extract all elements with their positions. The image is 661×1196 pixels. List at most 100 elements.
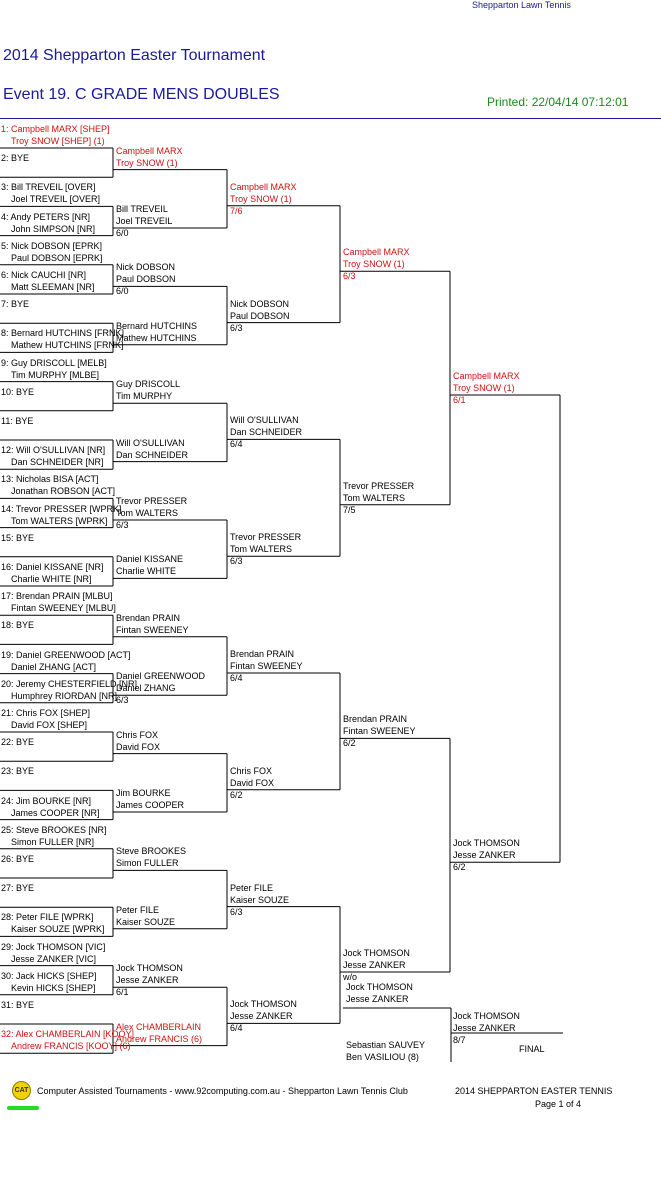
draw-entry-name: 31: BYE (1, 1000, 35, 1010)
printed-timestamp: Printed: 22/04/14 07:12:01 (487, 95, 629, 109)
draw-entry-name: 32: Alex CHAMBERLAIN [KOOY] (1, 1029, 135, 1040)
match-score: 6/3 (116, 520, 129, 530)
champion-name: Jock THOMSON (453, 1011, 520, 1021)
draw-entry-partner: Fintan SWEENEY [MLBU] (11, 603, 116, 614)
winner-partner: James COOPER (116, 800, 185, 810)
draw-entry-name: 5: Nick DOBSON [EPRK] (1, 240, 103, 251)
winner-partner: Kaiser SOUZE (230, 894, 290, 905)
winner-name: Bill TREVEIL (116, 204, 168, 214)
winner-name: Daniel KISSANE (116, 554, 184, 565)
winner-name: Will O'SULLIVAN (230, 415, 299, 426)
draw-entry-partner: James COOPER [NR] (11, 807, 100, 818)
tournament-title: 2014 Shepparton Easter Tournament (3, 47, 266, 64)
draw-entry-name: 25: Steve BROOKES [NR] (1, 824, 107, 835)
draw-entry-name: 10: BYE (1, 386, 35, 397)
winner-partner: David FOX (116, 741, 161, 752)
winner-name: Campbell MARX (453, 371, 520, 381)
draw-entry-partner: Charlie WHITE [NR] (11, 574, 92, 584)
winner-name: Trevor PRESSER (230, 532, 302, 543)
draw-entry-partner: Tom WALTERS [WPRK] (11, 515, 108, 526)
draw-entry-name: 18: BYE (1, 620, 35, 631)
match-score: 6/3 (230, 322, 243, 333)
draw-entry-name: 26: BYE (1, 854, 35, 864)
winner-name: Campbell MARX (230, 181, 297, 192)
draw-entry-partner: Humphrey RIORDAN [NR] (11, 690, 118, 701)
event-title: Event 19. C GRADE MENS DOUBLES (3, 86, 280, 103)
winner-partner: Fintan SWEENEY (343, 726, 416, 737)
draw-entry-name: 8: Bernard HUTCHINS [FRNK] (1, 328, 125, 339)
match-score: 6/3 (230, 906, 243, 917)
draw-entry-name: 1: Campbell MARX [SHEP] (1, 124, 110, 134)
winner-name: Jock THOMSON (116, 963, 183, 974)
draw-entry-partner: Kevin HICKS [SHEP] (11, 982, 96, 993)
winner-partner: Tom WALTERS (230, 544, 293, 555)
match-score: 6/1 (453, 395, 466, 405)
draw-entry-partner: Tim MURPHY [MLBE] (11, 369, 100, 380)
finalist-partner: Ben VASILIOU (8) (346, 1052, 419, 1062)
draw-entry-partner: Joel TREVEIL [OVER] (11, 194, 101, 205)
final-label: FINAL (519, 1044, 545, 1054)
match-score: 6/0 (116, 286, 129, 297)
draw-entry-name: 2: BYE (1, 153, 30, 164)
winner-name: Chris FOX (230, 765, 273, 776)
logo-underline (7, 1106, 39, 1110)
winner-name: Peter FILE (230, 882, 274, 893)
winner-partner: Daniel ZHANG (116, 683, 176, 694)
final-score: 8/7 (453, 1035, 466, 1045)
winner-partner: Troy SNOW (1) (343, 259, 405, 270)
draw-entry-partner: Mathew HUTCHINS [FRNK] (11, 340, 124, 351)
draw-entry-partner: David FOX [SHEP] (11, 720, 88, 730)
draw-entry-partner: Matt SLEEMAN [NR] (11, 282, 95, 292)
winner-name: Trevor PRESSER (343, 480, 415, 491)
draw-entry-name: 12: Will O'SULLIVAN [NR] (1, 445, 106, 456)
draw-entry-name: 23: BYE (1, 766, 35, 777)
draw-entry-name: 19: Daniel GREENWOOD [ACT] (1, 649, 131, 660)
winner-partner: Simon FULLER (116, 858, 179, 869)
champion-partner: Jesse ZANKER (453, 1023, 516, 1033)
draw-entry-name: 24: Jim BOURKE [NR] (1, 795, 92, 806)
match-score: 6/2 (343, 738, 356, 749)
winner-partner: Tom WALTERS (116, 508, 179, 518)
draw-entry-name: 21: Chris FOX [SHEP] (1, 708, 91, 718)
match-score: 6/2 (230, 789, 243, 800)
winner-name: Chris FOX (116, 729, 159, 740)
draw-entry-name: 30: Jack HICKS [SHEP] (1, 970, 97, 981)
winner-name: Campbell MARX (343, 247, 410, 258)
winner-name: Guy DRISCOLL (116, 379, 181, 390)
draw-entry-name: 17: Brendan PRAIN [MLBU] (1, 591, 113, 602)
footer-credit: Computer Assisted Tournaments - www.92co… (37, 1086, 408, 1096)
winner-name: Nick DOBSON (230, 298, 290, 309)
winner-name: Daniel GREENWOOD (116, 671, 206, 682)
draw-entry-partner: Daniel ZHANG [ACT] (11, 661, 97, 672)
draw-entry-name: 7: BYE (1, 299, 30, 310)
draw-entry-partner: Kaiser SOUZE [WPRK] (11, 924, 105, 935)
finalist-name: Jock THOMSON (346, 982, 413, 992)
draw-entry-partner: Jesse ZANKER [VIC] (11, 953, 97, 964)
winner-partner: Troy SNOW (1) (116, 157, 178, 168)
winner-partner: Jesse ZANKER (230, 1011, 293, 1022)
winner-name: Jim BOURKE (116, 788, 171, 798)
winner-partner: Fintan SWEENEY (230, 661, 303, 671)
winner-partner: Paul DOBSON (116, 274, 176, 285)
header-divider (0, 118, 661, 119)
winner-name: Will O'SULLIVAN (116, 437, 185, 448)
winner-name: Alex CHAMBERLAIN (116, 1021, 202, 1032)
match-score: 7/6 (230, 205, 243, 216)
winner-partner: Paul DOBSON (230, 310, 290, 321)
draw-entry-name: 27: BYE (1, 883, 35, 894)
match-score: 6/4 (230, 1023, 243, 1034)
winner-name: Bernard HUTCHINS (116, 320, 198, 331)
draw-entry-name: 9: Guy DRISCOLL [MELB] (1, 357, 107, 368)
match-score: w/o (343, 972, 358, 982)
winner-partner: Jesse ZANKER (453, 850, 516, 861)
winner-name: Peter FILE (116, 904, 160, 915)
draw-entry-name: 28: Peter FILE [WPRK] (1, 912, 94, 923)
winner-partner: Kaiser SOUZE (116, 916, 176, 927)
winner-name: Brendan PRAIN (230, 649, 295, 659)
draw-entry-name: 20: Jeremy CHESTERFIELD [NR] (1, 678, 138, 689)
winner-partner: Joel TREVEIL (116, 216, 173, 226)
draw-entry-partner: John SIMPSON [NR] (11, 223, 96, 234)
winner-partner: Tom WALTERS (343, 492, 406, 503)
winner-name: Brendan PRAIN (343, 714, 408, 725)
